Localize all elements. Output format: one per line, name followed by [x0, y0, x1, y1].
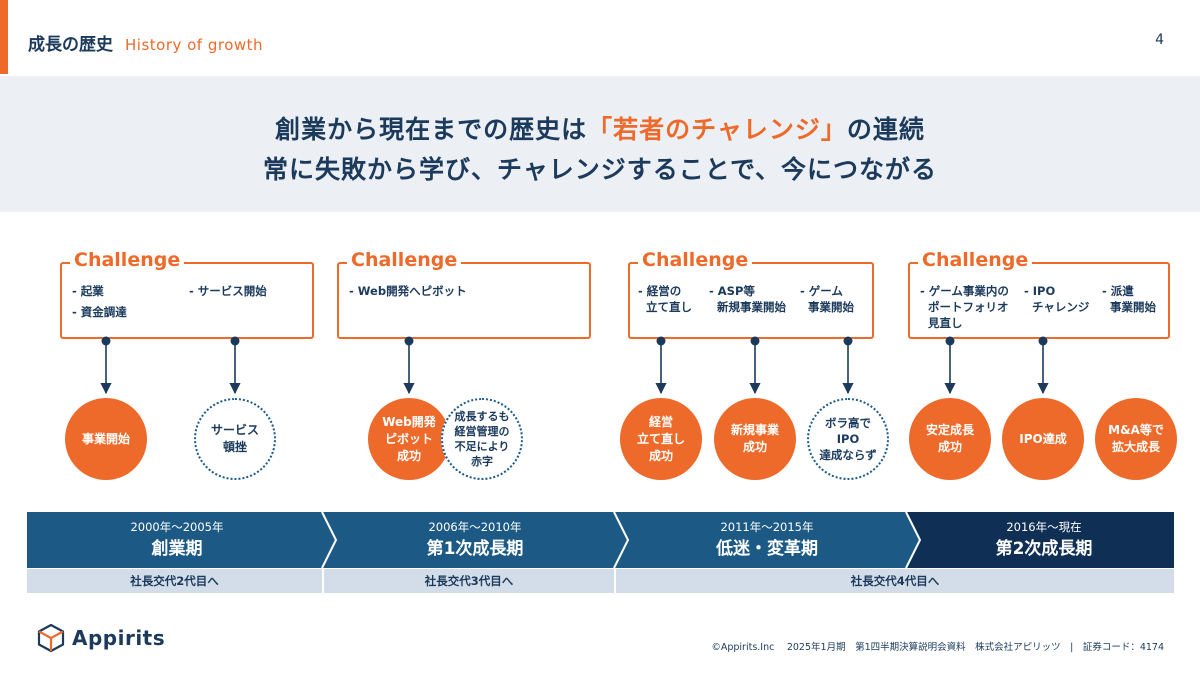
banner-highlight: 「若者のチャレンジ」: [587, 115, 847, 144]
era-segment-3: [614, 512, 920, 568]
era-years: 2016年～現在: [1006, 520, 1082, 534]
era-label-1: 2000年～2005年 創業期: [27, 512, 327, 568]
challenge-item: ‐ 派遣 事業開始: [1102, 284, 1157, 314]
era-segment-2: [322, 512, 628, 568]
banner-text: 創業から現在までの歴史は: [275, 115, 588, 144]
page-number: 4: [1155, 32, 1164, 48]
era-name: 第2次成長期: [995, 539, 1093, 559]
outcome-circle: 事業開始: [65, 398, 147, 480]
challenge-title: Challenge: [70, 248, 185, 272]
era-years: 2006年～2010年: [428, 520, 522, 534]
era-years: 2011年～2015年: [720, 520, 814, 534]
cube-logo-icon: [37, 623, 65, 653]
ceo-change-label: 社長交代2代目へ: [130, 574, 219, 588]
challenge-box-era-2: [337, 262, 591, 339]
outcome-circle: M&A等で 拡大成長: [1095, 398, 1177, 480]
company-logo: Appirits: [36, 623, 165, 653]
challenge-title: Challenge: [638, 248, 753, 272]
era-label-3: 2011年～2015年 低迷・変革期: [622, 512, 912, 568]
page-title: 成長の歴史: [28, 35, 113, 55]
page-subtitle: History of growth: [125, 36, 264, 54]
era-name: 低迷・変革期: [716, 539, 818, 559]
outcome-circle: 安定成長 成功: [909, 398, 991, 480]
challenge-item: ‐ IPO チャレンジ: [1024, 284, 1090, 314]
ceo-change-label: 社長交代4代目へ: [850, 574, 940, 588]
ceo-change-band: [27, 569, 1174, 593]
outcome-circle: 新規事業 成功: [714, 398, 796, 480]
era-name: 第1次成長期: [426, 539, 524, 559]
era-segment-4: [906, 512, 1174, 568]
era-label-4: 2016年～現在 第2次成長期: [914, 512, 1174, 568]
footer-text: ©Appirits.Inc 2025年1月期 第1四半期決算説明会資料 株式会社…: [711, 642, 1164, 653]
ceo-change-label: 社長交代3代目へ: [424, 574, 514, 588]
challenge-item: ‐ ゲーム事業内の ポートフォリオ 見直し: [920, 284, 1009, 330]
outcome-circle-failed: 成長するも 経営管理の 不足により 赤字: [441, 398, 523, 480]
divider: [614, 569, 616, 593]
accent-bar: [0, 0, 8, 74]
banner-text: の連続: [846, 115, 925, 144]
challenge-item: ‐ ゲーム 事業開始: [800, 284, 855, 314]
era-name: 創業期: [151, 539, 203, 559]
logo-text: Appirits: [72, 626, 166, 650]
challenge-item: ‐ 経営の 立て直し: [638, 284, 693, 314]
challenge-title: Challenge: [918, 248, 1033, 272]
era-years: 2000年～2005年: [130, 520, 224, 534]
banner-line-1: 創業から現在までの歴史は「若者のチャレンジ」の連続: [0, 110, 1200, 146]
outcome-circle: Web開発 ピボット 成功: [368, 398, 450, 480]
outcome-circle-failed: サービス 頓挫: [194, 398, 276, 480]
challenge-item: ‐ サービス開始: [189, 284, 267, 298]
challenge-item: ‐ 資金調達: [72, 305, 127, 319]
outcome-circle-failed: ボラ高で IPO 達成ならず: [807, 398, 889, 480]
divider: [322, 569, 324, 593]
page-header: 成長の歴史 History of growth: [28, 30, 264, 55]
challenge-title: Challenge: [347, 248, 462, 272]
era-label-2: 2006年～2010年 第1次成長期: [330, 512, 620, 568]
challenge-item: ‐ 起業: [72, 284, 104, 298]
challenge-item: ‐ Web開発へピボット: [349, 284, 467, 298]
challenge-box-era-1: [60, 262, 314, 339]
message-banner: 創業から現在までの歴史は「若者のチャレンジ」の連続 常に失敗から学び、チャレンジ…: [0, 76, 1200, 212]
banner-line-2: 常に失敗から学び、チャレンジすることで、今につながる: [262, 155, 937, 184]
outcome-circle: 経営 立て直し 成功: [620, 398, 702, 480]
outcome-circle: IPO達成: [1002, 398, 1084, 480]
challenge-item: ‐ ASP等 新規事業開始: [709, 284, 787, 314]
era-segment-1: [27, 512, 336, 568]
